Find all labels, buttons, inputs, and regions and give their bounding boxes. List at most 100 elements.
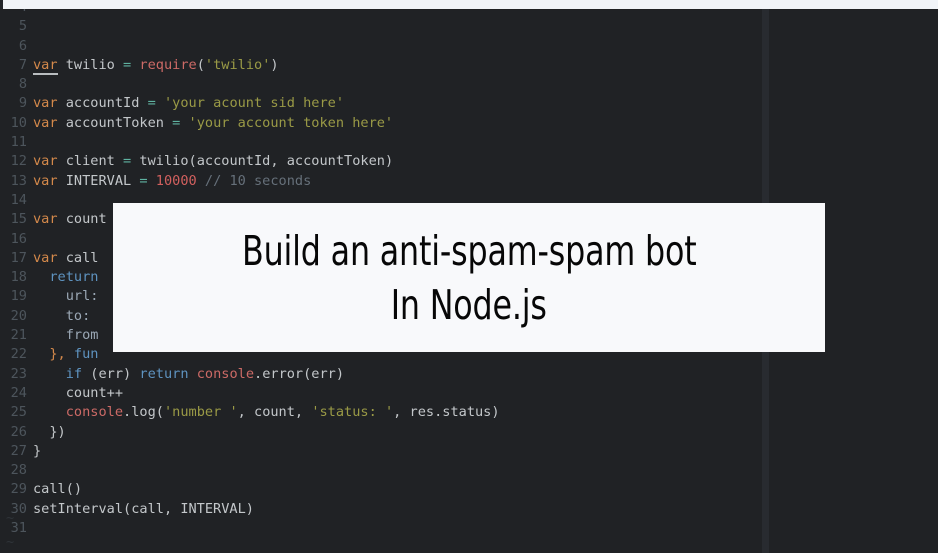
code-token: call bbox=[57, 249, 99, 266]
line-number: 5 bbox=[18, 18, 27, 35]
code-line[interactable]: 17 var call bbox=[0, 249, 938, 268]
code-line[interactable]: 25 console.log('number ', count, 'status… bbox=[0, 403, 938, 422]
line-source[interactable]: var twilio = require('twilio') bbox=[33, 56, 279, 75]
code-token: .error(err) bbox=[254, 365, 345, 382]
line-source[interactable]: call() bbox=[33, 480, 82, 499]
code-token: twilio(accountId, accountToken) bbox=[131, 153, 394, 170]
line-number: 22 bbox=[10, 346, 27, 363]
code-line[interactable]: 29 call() bbox=[0, 480, 938, 499]
line-number: 16 bbox=[10, 230, 27, 247]
line-number: 30 bbox=[10, 500, 27, 517]
code-token: count++ bbox=[33, 384, 124, 401]
code-line[interactable]: 6 bbox=[0, 37, 938, 56]
line-number: 15 bbox=[10, 211, 27, 228]
code-token: 'status: ' bbox=[311, 404, 394, 421]
line-number: 8 bbox=[18, 76, 27, 93]
code-line[interactable]: 15 var count bbox=[0, 210, 938, 229]
code-token: call() bbox=[33, 481, 83, 498]
code-token: var bbox=[33, 172, 58, 189]
code-token: 'your account token here' bbox=[188, 114, 394, 131]
line-source[interactable]: var INTERVAL = 10000 // 10 seconds bbox=[33, 172, 311, 191]
line-number: 4 bbox=[0, 9, 27, 17]
line-source[interactable]: count++ bbox=[33, 384, 123, 403]
code-line[interactable]: 31 bbox=[0, 519, 938, 538]
code-token: from bbox=[65, 327, 99, 344]
code-token: , count, bbox=[237, 404, 312, 421]
line-number: 28 bbox=[10, 462, 27, 479]
code-token: } bbox=[33, 442, 42, 459]
code-token: accountId bbox=[57, 95, 148, 112]
line-source[interactable]: var call bbox=[33, 249, 98, 268]
line-source[interactable]: if (err) return console.error(err) bbox=[33, 365, 344, 384]
code-token: 'twilio' bbox=[204, 56, 271, 73]
code-token bbox=[148, 173, 156, 189]
line-source[interactable]: var accountId = 'your acount sid here' bbox=[33, 94, 344, 113]
code-token: 'number ' bbox=[163, 404, 238, 421]
code-token: console bbox=[196, 365, 255, 382]
code-token: 'your acount sid here' bbox=[163, 95, 345, 112]
code-line[interactable]: 19 url: bbox=[0, 287, 938, 306]
code-line[interactable]: 7 var twilio = require('twilio') bbox=[0, 56, 938, 75]
line-source[interactable]: var client = twilio(accountId, accountTo… bbox=[33, 152, 393, 171]
line-source[interactable]: }) bbox=[33, 423, 66, 442]
line-source[interactable]: url: bbox=[33, 287, 99, 306]
code-lines[interactable]: 45 67 var twilio = require('twilio') 8 9 var … bbox=[0, 9, 938, 538]
code-line[interactable]: 13 var INTERVAL = 10000 // 10 seconds bbox=[0, 172, 938, 191]
end-of-buffer-marker: ~ bbox=[6, 510, 15, 526]
line-number: 9 bbox=[18, 95, 27, 112]
code-line[interactable]: 8 bbox=[0, 75, 938, 94]
line-number: 17 bbox=[10, 249, 27, 266]
code-line[interactable]: 9 var accountId = 'your acount sid here' bbox=[0, 94, 938, 113]
code-token bbox=[156, 95, 164, 111]
code-line[interactable]: 11 bbox=[0, 133, 938, 152]
code-line[interactable]: 20 to: bbox=[0, 307, 938, 326]
code-token bbox=[180, 115, 188, 131]
code-token: to: bbox=[65, 307, 91, 324]
code-line[interactable]: 26 }) bbox=[0, 423, 938, 442]
code-line[interactable]: 16 bbox=[0, 230, 938, 249]
code-token: = bbox=[123, 153, 132, 170]
code-token: var bbox=[33, 249, 58, 266]
code-line[interactable]: 22 }, fun bbox=[0, 345, 938, 364]
line-source[interactable]: }, fun bbox=[33, 345, 99, 364]
line-number: 29 bbox=[10, 481, 27, 498]
code-token: = bbox=[147, 95, 156, 112]
code-token: var bbox=[33, 95, 58, 112]
line-number: 13 bbox=[10, 172, 27, 189]
line-source[interactable]: console.log('number ', count, 'status: '… bbox=[33, 403, 500, 422]
code-line[interactable]: 23 if (err) return console.error(err) bbox=[0, 365, 938, 384]
line-number: 26 bbox=[10, 423, 27, 440]
line-source[interactable]: to: bbox=[33, 307, 91, 326]
code-line[interactable]: 27} bbox=[0, 442, 938, 461]
line-source[interactable]: from bbox=[33, 326, 99, 345]
top-window-strip bbox=[0, 0, 938, 9]
line-source[interactable]: var count bbox=[33, 210, 107, 229]
code-line[interactable]: 28 bbox=[0, 461, 938, 480]
line-number: 23 bbox=[10, 365, 27, 382]
code-line[interactable]: 18 return bbox=[0, 268, 938, 287]
code-token: fun bbox=[65, 346, 99, 363]
code-token: }) bbox=[33, 423, 66, 440]
line-source[interactable]: } bbox=[33, 442, 41, 461]
code-line[interactable]: 30 setInterval(call, INTERVAL) bbox=[0, 500, 938, 519]
title-overlay: Build an anti-spam-spam bot In Node.js bbox=[113, 203, 825, 352]
top-strip-left-edge bbox=[0, 0, 3, 9]
code-line[interactable]: 21 from bbox=[0, 326, 938, 345]
line-number: 14 bbox=[10, 191, 27, 208]
code-token: .log( bbox=[123, 404, 164, 421]
line-source[interactable]: setInterval(call, INTERVAL) bbox=[33, 500, 254, 519]
line-source[interactable]: return bbox=[33, 268, 98, 287]
code-token: twilio bbox=[57, 56, 124, 73]
line-number: 7 bbox=[18, 56, 27, 73]
line-number: 20 bbox=[10, 307, 27, 324]
code-line[interactable]: 24 count++ bbox=[0, 384, 938, 403]
code-token: setInterval(call, INTERVAL) bbox=[33, 500, 254, 517]
code-line[interactable]: 4 bbox=[0, 9, 938, 17]
line-number: 19 bbox=[10, 288, 27, 305]
code-line[interactable]: 5 bbox=[0, 17, 938, 36]
code-line[interactable]: 14 bbox=[0, 191, 938, 210]
line-source[interactable]: var accountToken = 'your account token h… bbox=[33, 114, 393, 133]
